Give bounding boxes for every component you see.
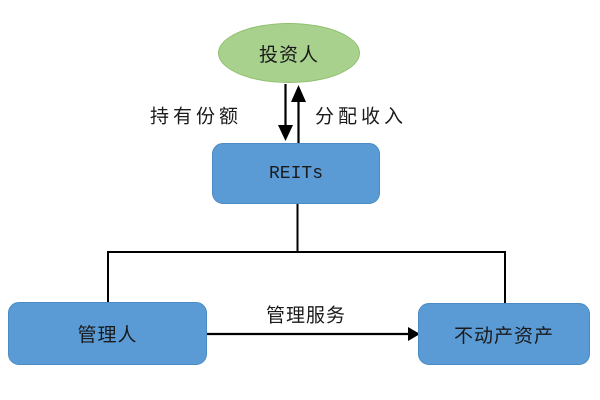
management-service-arrow [207, 327, 420, 341]
connector-group [107, 84, 506, 341]
distribute-income-arrow [291, 85, 306, 143]
node-assets-label: 不动产资产 [453, 325, 554, 347]
node-investor: 投资人 [218, 23, 360, 83]
edge-label-hold-shares: 持有份额 [149, 106, 243, 128]
node-reits: REITs [212, 143, 380, 204]
node-investor-label: 投资人 [258, 44, 319, 66]
distribute-income-arrowhead-icon [291, 85, 306, 102]
management-service-arrowhead-icon [408, 327, 420, 341]
node-reits-label: REITs [268, 163, 323, 184]
edge-label-management-service: 管理服务 [265, 305, 347, 327]
hold-shares-arrowhead-icon [278, 125, 293, 141]
node-manager-label: 管理人 [77, 325, 138, 346]
edge-label-distribute-income: 分配收入 [314, 106, 408, 128]
node-assets: 不动产资产 [418, 303, 590, 365]
node-manager: 管理人 [8, 302, 207, 365]
hold-shares-arrow [278, 84, 293, 141]
